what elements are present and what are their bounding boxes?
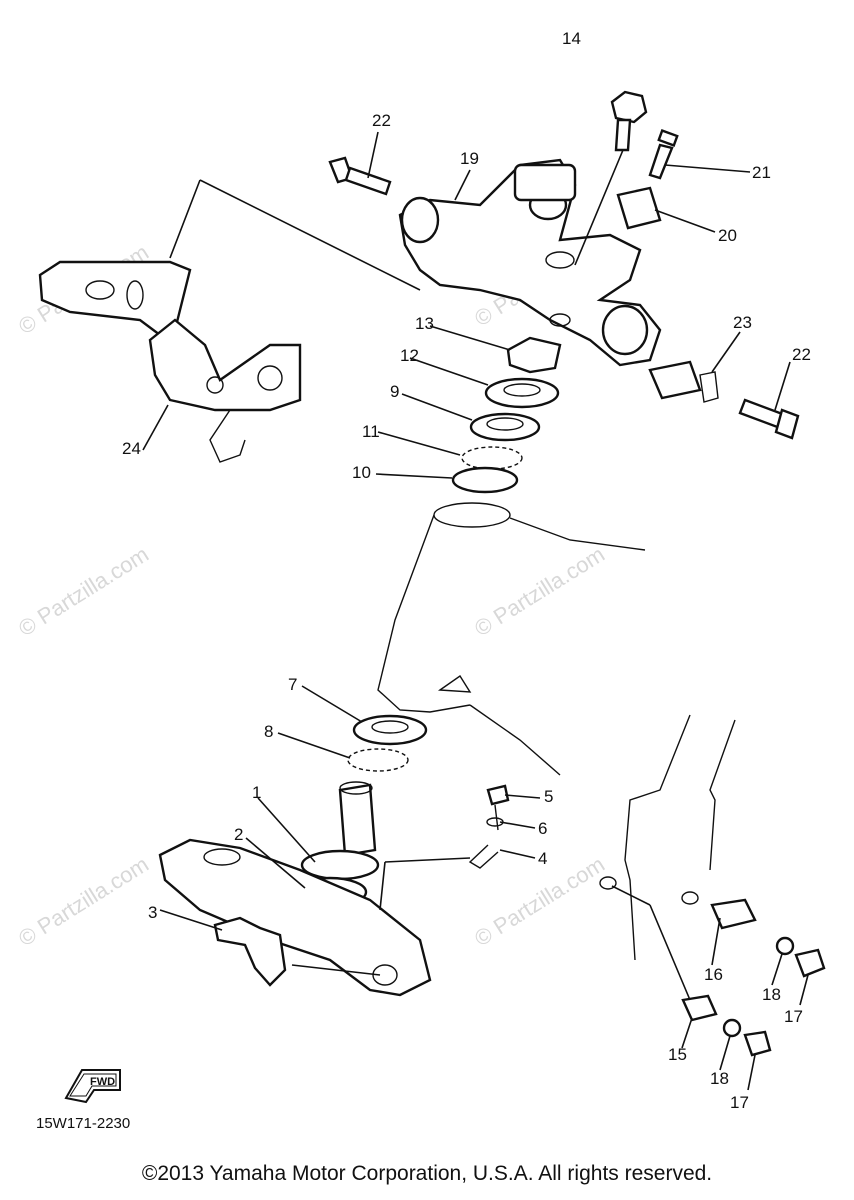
callout-3: 3	[148, 903, 157, 922]
callout-20: 20	[718, 226, 737, 245]
part-20-block	[616, 186, 662, 230]
callout-22-right: 22	[792, 345, 811, 364]
callout-14: 14	[562, 29, 581, 48]
callout-24: 24	[122, 439, 141, 458]
callout-17-lower: 17	[730, 1093, 749, 1112]
bolt-22-right	[738, 398, 800, 440]
callout-19: 19	[460, 149, 479, 168]
callout-15: 15	[668, 1045, 687, 1064]
copyright-notice: ©2013 Yamaha Motor Corporation, U.S.A. A…	[141, 1162, 713, 1185]
fwd-label: FWD	[90, 1076, 115, 1088]
callout-7: 7	[288, 675, 297, 694]
callout-17-upper: 17	[784, 1007, 803, 1026]
bolt-22-upper	[328, 156, 392, 196]
callout-13: 13	[415, 314, 434, 333]
callout-12: 12	[400, 346, 419, 365]
callout-22-upper: 22	[372, 111, 391, 130]
cable-guide-parts	[468, 784, 510, 869]
callout-18-upper: 18	[762, 985, 781, 1004]
callout-11: 11	[362, 422, 380, 441]
upper-bracket	[398, 158, 662, 367]
callout-2: 2	[234, 825, 243, 844]
callout-5: 5	[544, 787, 553, 806]
callout-16: 16	[704, 965, 723, 984]
callout-21: 21	[752, 163, 771, 182]
under-bracket	[158, 781, 471, 997]
fork-outline	[599, 714, 736, 1001]
clamp-16	[710, 898, 826, 978]
callout-4: 4	[538, 849, 547, 868]
forward-arrow-icon: FWD	[64, 1069, 121, 1104]
callout-8: 8	[264, 722, 273, 741]
frame-head-pipe	[377, 502, 646, 776]
callout-10: 10	[352, 463, 371, 482]
clamp-15	[681, 994, 772, 1057]
callout-18-lower: 18	[710, 1069, 729, 1088]
clamp-23	[648, 360, 719, 403]
leader-lines	[142, 131, 809, 1091]
bearing-stack-upper	[451, 336, 562, 494]
bearing-stack-lower	[347, 714, 428, 772]
bolt-21	[648, 129, 679, 180]
callout-6: 6	[538, 819, 547, 838]
steering-exploded-diagram: 14 22 19 21 20 13 23 22 12 9 11 24 10 7 …	[38, 29, 826, 1112]
callout-labels: 14 22 19 21 20 13 23 22 12 9 11 24 10 7 …	[122, 29, 811, 1112]
bracket-24	[38, 179, 421, 463]
callout-23: 23	[733, 313, 752, 332]
diagram-code: 15W171-2230	[36, 1115, 131, 1132]
callout-9: 9	[390, 382, 399, 401]
callout-1: 1	[252, 783, 261, 802]
bolt-14	[574, 90, 648, 266]
